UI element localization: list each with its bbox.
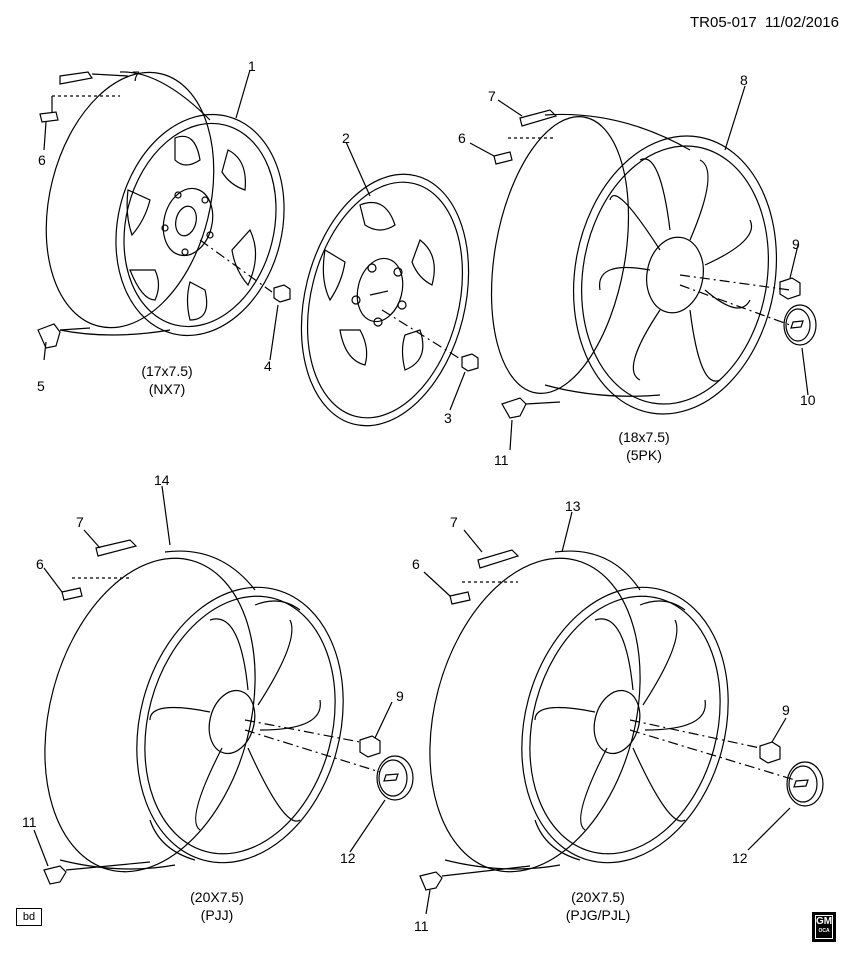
wheel-caption-2: (18x7.5) (5PK) bbox=[564, 428, 724, 464]
callout-6: 6 bbox=[412, 556, 420, 572]
callout-5: 5 bbox=[37, 378, 45, 394]
callout-1: 1 bbox=[248, 58, 256, 74]
balance-weight-icon bbox=[449, 591, 471, 605]
document-id: TR05-017 bbox=[689, 14, 757, 31]
callout-11: 11 bbox=[414, 918, 429, 934]
callout-7: 7 bbox=[488, 88, 496, 104]
lug-nut-icon bbox=[759, 741, 781, 764]
callout-8: 8 bbox=[740, 72, 748, 88]
callout-12: 12 bbox=[340, 850, 356, 866]
callout-2: 2 bbox=[342, 130, 350, 146]
document-date: 11/02/2016 bbox=[765, 14, 839, 31]
tpms-sensor-icon bbox=[95, 539, 138, 557]
wheel-rpo-code: (5PK) bbox=[626, 447, 662, 463]
callout-9: 9 bbox=[396, 688, 404, 704]
tpms-sensor-icon bbox=[501, 397, 561, 419]
tpms-sensor-icon bbox=[419, 865, 531, 891]
callout-7: 7 bbox=[132, 68, 140, 84]
tpms-sensor-icon bbox=[37, 323, 91, 349]
callout-7: 7 bbox=[450, 514, 458, 530]
wheel-cover-icon bbox=[300, 173, 470, 427]
tpms-sensor-icon bbox=[43, 861, 151, 885]
callout-12: 12 bbox=[732, 850, 748, 866]
callout-9: 9 bbox=[792, 236, 800, 252]
callout-14: 14 bbox=[154, 472, 170, 488]
wheel-rpo-code: (PJG/PJL) bbox=[565, 907, 631, 923]
wheel-caption-4: (20X7.5) (PJG/PJL) bbox=[518, 888, 678, 924]
wheel-caption-3: (20X7.5) (PJJ) bbox=[137, 888, 297, 924]
wheel-size: (17x7.5) bbox=[141, 363, 193, 379]
callout-4: 4 bbox=[264, 358, 272, 374]
wheel-caption-1: (17x7.5) (NX7) bbox=[87, 362, 247, 398]
gm-logo-text: GM bbox=[816, 916, 833, 927]
gm-logo-sub: OCA bbox=[818, 928, 830, 934]
lug-nut-icon bbox=[461, 353, 479, 372]
callout-6: 6 bbox=[38, 152, 46, 168]
center-cap-icon bbox=[786, 761, 824, 807]
callout-6: 6 bbox=[458, 130, 466, 146]
callout-7: 7 bbox=[76, 514, 84, 530]
alloy-wheel-icon bbox=[44, 550, 344, 873]
wheel-rpo-code: (PJJ) bbox=[200, 907, 234, 923]
balance-weight-icon bbox=[39, 111, 59, 123]
balance-weight-icon bbox=[493, 151, 513, 165]
alloy-wheel-icon bbox=[429, 550, 729, 873]
wheel-size: (20X7.5) bbox=[571, 889, 625, 905]
callout-13: 13 bbox=[565, 498, 581, 514]
tpms-sensor-icon bbox=[477, 549, 520, 569]
callout-9: 9 bbox=[782, 702, 790, 718]
callout-11: 11 bbox=[22, 814, 37, 830]
callout-3: 3 bbox=[444, 410, 452, 426]
tpms-sensor-icon bbox=[59, 71, 94, 85]
lug-nut-icon bbox=[273, 284, 291, 303]
steel-wheel-icon bbox=[45, 71, 285, 337]
callout-11: 11 bbox=[494, 452, 509, 468]
lug-nut-icon bbox=[359, 735, 381, 758]
callout-10: 10 bbox=[800, 392, 816, 408]
gm-logo-icon: GM OCA bbox=[812, 912, 836, 942]
wheel-size: (20X7.5) bbox=[190, 889, 244, 905]
wheel-rpo-code: (NX7) bbox=[148, 381, 186, 397]
callout-6: 6 bbox=[36, 556, 44, 572]
center-cap-icon bbox=[376, 755, 414, 801]
lug-nut-icon bbox=[779, 277, 801, 300]
document-header: TR05-017 11/02/2016 bbox=[690, 14, 839, 31]
alloy-wheel-icon bbox=[490, 113, 778, 415]
tpms-sensor-icon bbox=[519, 109, 558, 127]
corner-tag: bd bbox=[16, 908, 42, 926]
balance-weight-icon bbox=[61, 587, 83, 601]
wheel-size: (18x7.5) bbox=[618, 429, 670, 445]
center-cap-icon bbox=[783, 304, 817, 346]
